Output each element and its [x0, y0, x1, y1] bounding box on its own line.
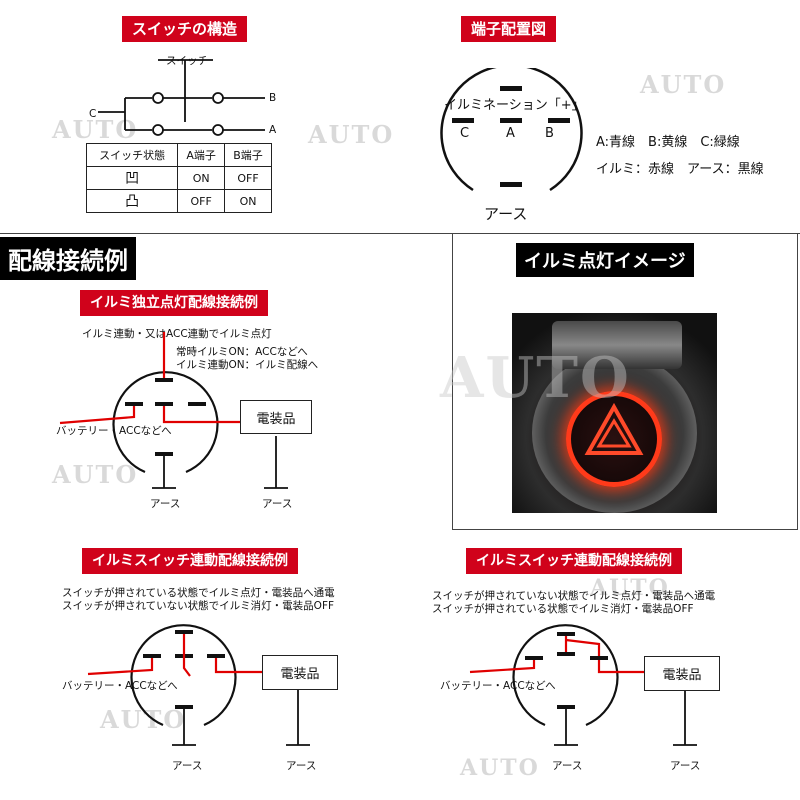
diagram2-note: スイッチが押されている状態でイルミ点灯・電装品へ通電 [62, 587, 335, 599]
illumi-image-title: イルミ点灯イメージ [516, 243, 694, 277]
terminal-b-label: B [269, 92, 277, 104]
terminal-a: A [506, 126, 515, 141]
earth-label: アース [262, 498, 293, 510]
terminal-c-label: C [89, 108, 97, 120]
battery-label: バッテリー・ACCなどへ [440, 680, 556, 692]
watermark: AUTO [52, 115, 139, 144]
diagram1-note: イルミ連動・又はACC連動でイルミ点灯 [82, 328, 272, 340]
wire-color-legend: A:青線 B:黄線 C:緑線 [596, 135, 740, 150]
diagram3-note: スイッチが押されていない状態でイルミ点灯・電装品へ通電 [432, 590, 716, 602]
diagram1-note: 常時イルミON：ACCなどへ [176, 346, 308, 358]
electrical-device-box: 電装品 [240, 400, 312, 434]
earth-label: アース [172, 760, 203, 772]
watermark: AUTO [640, 70, 727, 99]
table-cell: ON [177, 166, 226, 190]
switch-label: スイッチ [166, 55, 208, 67]
table-cell: 凸 [85, 189, 179, 213]
table-row: 凹 ON OFF [85, 166, 272, 190]
wiring-diagram-1 [59, 332, 288, 489]
switch-structure-diagram [98, 59, 265, 136]
wiring-diagram-2 [87, 624, 310, 746]
earth-label: アース [552, 760, 583, 772]
terminals-title: 端子配置図 [461, 16, 557, 42]
wiring-section-title: 配線接続例 [0, 237, 136, 280]
diagram2-title: イルミスイッチ連動配線接続例 [82, 548, 298, 574]
illuminated-switch-photo [512, 313, 717, 513]
table-header: B端子 [224, 143, 272, 167]
table-header: スイッチ状態 [85, 143, 179, 167]
battery-label: バッテリー・ACCなどへ [62, 680, 178, 692]
structure-title: スイッチの構造 [122, 16, 248, 42]
switch-state-table: スイッチ状態 A端子 B端子 凹 ON OFF 凸 OFF ON [85, 143, 272, 213]
battery-label: バッテリー・ACCなどへ [56, 425, 172, 437]
table-cell: OFF [224, 166, 272, 190]
watermark: AUTO [460, 755, 540, 781]
table-cell: ON [224, 189, 272, 213]
diagram3-note: スイッチが押されている状態でイルミ消灯・電装品OFF [432, 603, 694, 615]
switch-top-nut [552, 321, 682, 369]
terminal-b: B [545, 126, 554, 141]
watermark: AUTO [52, 460, 139, 489]
wiring-diagram-3 [469, 624, 697, 746]
diagram1-title: イルミ独立点灯配線接続例 [80, 290, 268, 316]
earth-label: アース [286, 760, 317, 772]
earth-terminal-label: アース [484, 205, 528, 223]
diagram2-note: スイッチが押されていない状態でイルミ消灯・電装品OFF [62, 600, 335, 612]
earth-label: アース [670, 760, 701, 772]
terminal-c: C [460, 126, 470, 141]
table-cell: OFF [177, 189, 226, 213]
table-cell: 凹 [85, 166, 179, 190]
diagram3-title: イルミスイッチ連動配線接続例 [466, 548, 682, 574]
terminal-a-label: A [269, 124, 277, 136]
watermark: AUTO [590, 575, 670, 601]
diagram1-note: イルミ連動ON：イルミ配線へ [176, 359, 319, 371]
earth-label: アース [150, 498, 181, 510]
electrical-device-box: 電装品 [262, 655, 338, 690]
hazard-triangle-icon [584, 402, 644, 455]
electrical-device-box: 電装品 [644, 656, 720, 691]
watermark: AUTO [308, 120, 395, 149]
terminal-layout-diagram [440, 68, 583, 192]
table-header: A端子 [177, 143, 226, 167]
wire-color-legend: イルミ：赤線 アース：黒線 [596, 162, 764, 177]
divider-horizontal [0, 233, 800, 234]
photo-watermark: AUTO [440, 345, 631, 411]
table-row: 凸 OFF ON [85, 189, 272, 213]
photo-frame [452, 234, 798, 530]
illumi-terminal-label: イルミネーション「+」 [444, 98, 585, 113]
